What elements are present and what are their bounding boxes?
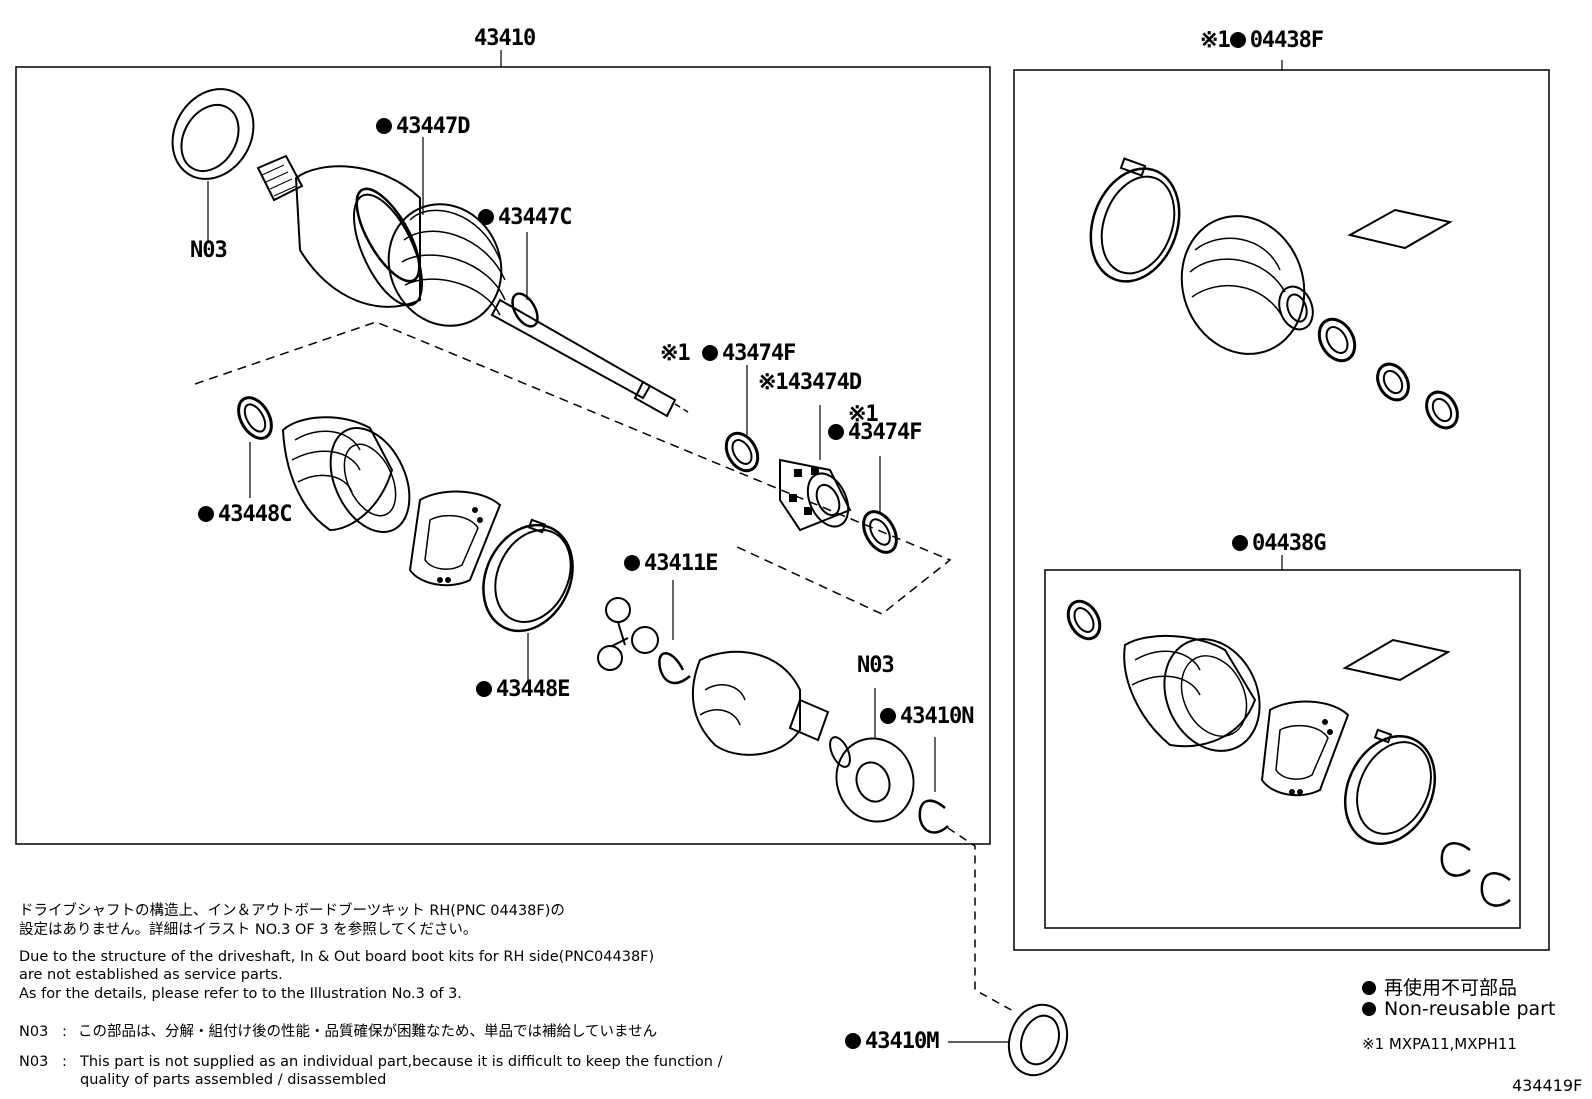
snap-ring-43410n [918,799,949,834]
n03-jp-text: この部品は、分解・組付け後の性能・品質確保が困難なため、単品では補給していません [78,1024,658,1040]
legend-en: Non-reusable part [1362,998,1555,1020]
clamp-43448c [237,396,273,440]
damper-43474d [779,458,852,532]
kit-f-clamp-1 [1317,317,1357,363]
label-43448e: 43448E [476,679,570,701]
assembly-frame-43410 [15,66,991,845]
kit-f-band [1089,157,1181,283]
kit-g-band [1343,728,1437,846]
legend-jp: 再使用不可部品 [1362,973,1517,1000]
non-reusable-dot-icon [478,209,494,225]
kit-f-clamp-3 [1425,390,1459,430]
shaft [490,298,689,418]
seal-n03-mid [835,737,915,823]
n03-jp-colon: : [62,1024,67,1040]
seal-n03-top [171,88,255,180]
kit-g-ring-2 [1480,872,1511,907]
outboard-joint-and-boot [256,154,539,328]
kit-f-grease-pack [1347,208,1453,250]
boot-insert [408,490,502,587]
seal-43410m [1007,1003,1069,1077]
label-43474d: ※143474D [758,370,862,395]
label-43410n: 43410N [880,706,974,728]
non-reusable-dot-icon [828,424,844,440]
label-04438g: 04438G [1232,533,1326,555]
n03-en-code: N03 [19,1054,49,1070]
label-43447c: 43447C [478,207,572,229]
label-43410: 43410 [474,26,536,51]
non-reusable-dot-icon [198,506,214,522]
clamp-band-43448e [482,518,574,633]
kit-g-clamp [1066,599,1102,641]
note-jp-line1: ドライブシャフトの構造上、イン＆アウトボードブーツキット RH(PNC 0443… [19,903,565,919]
label-43447d: 43447D [376,116,470,138]
non-reusable-dot-icon [1362,981,1376,995]
legend-footnote: ※1 MXPA11,MXPH11 [1362,1035,1517,1053]
kit-frame-04438f [1013,69,1550,951]
label-43474f-a: ※1 43474F [660,341,796,366]
note-jp-line2: 設定はありません。詳細はイラスト NO.3 OF 3 を参照してください。 [19,922,478,938]
non-reusable-dot-icon [701,345,718,361]
kit-f-clamp-2 [1376,362,1410,402]
kit-g-grease-pack [1342,638,1451,682]
clamp-43474f-b [862,510,898,554]
kit-f-boot [1180,215,1314,355]
non-reusable-dot-icon [845,1033,861,1049]
non-reusable-dot-icon [1362,1002,1376,1016]
non-reusable-dot-icon [476,681,492,697]
label-43474f-b-mark: ※1 [848,402,879,427]
kit-g-insert [1260,700,1350,797]
n03-en-colon: : [62,1054,67,1070]
tripod-43411e [597,597,659,671]
note-en-line3: As for the details, please refer to to t… [19,986,462,1002]
non-reusable-dot-icon [880,708,896,724]
figure-id: 434419F [1512,1076,1583,1095]
kit-g-boot [1123,635,1261,752]
inboard-joint-housing [691,650,851,768]
inboard-boot [281,416,411,533]
snap-ring [658,652,691,685]
note-en-line2: are not established as service parts. [19,967,283,983]
label-43410m: 43410M [845,1031,939,1053]
non-reusable-dot-icon [1232,535,1248,551]
kit-g-ring-1 [1440,842,1471,877]
n03-en-text1: This part is not supplied as an individu… [80,1054,723,1070]
dashed-group-outline [194,321,952,615]
note-en-line1: Due to the structure of the driveshaft, … [19,949,655,965]
non-reusable-dot-icon [376,118,392,134]
non-reusable-dot-icon [624,555,640,571]
n03-jp-code: N03 [19,1024,49,1040]
label-43474f-b: 43474F [828,422,922,444]
label-43448c: 43448C [198,504,292,526]
label-n03-top: N03 [190,238,228,263]
label-n03-mid: N03 [857,653,895,678]
clamp-43474f-a [724,431,760,473]
n03-en-text2: quality of parts assembled / disassemble… [80,1072,387,1088]
label-43411e: 43411E [624,553,718,575]
non-reusable-dot-icon [1229,32,1246,48]
